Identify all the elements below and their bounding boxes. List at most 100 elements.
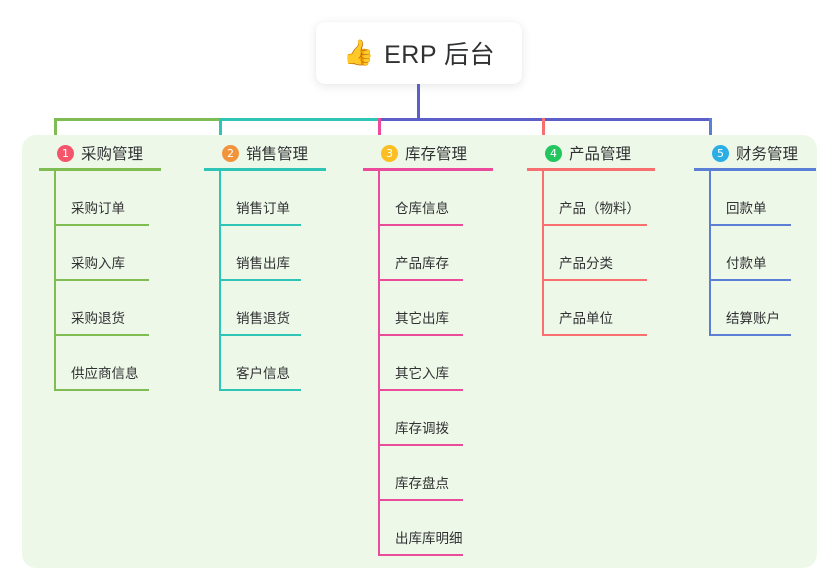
module-title: 产品管理 xyxy=(569,146,632,163)
module-item[interactable]: 采购入库 xyxy=(39,226,187,281)
module-item-rule xyxy=(54,224,149,226)
module-item-label: 库存调拨 xyxy=(395,421,449,436)
module-column-3: 3 库存管理仓库信息产品库存其它出库其它入库库存调拨库存盘点出库库明细 xyxy=(363,135,511,556)
module-item[interactable]: 其它入库 xyxy=(363,336,511,391)
module-header-3[interactable]: 3 库存管理 xyxy=(363,135,511,171)
module-item-rule xyxy=(378,554,463,556)
module-item-label: 销售订单 xyxy=(236,201,290,216)
bus-segment-3 xyxy=(378,118,712,121)
module-item[interactable]: 其它出库 xyxy=(363,281,511,336)
module-item[interactable]: 采购退货 xyxy=(39,281,187,336)
module-item[interactable]: 采购订单 xyxy=(39,171,187,226)
module-header-rule xyxy=(527,168,655,171)
module-title: 采购管理 xyxy=(81,146,144,163)
module-item[interactable]: 产品分类 xyxy=(527,226,675,281)
branch-drop-4 xyxy=(542,118,545,143)
module-item-rule xyxy=(542,279,647,281)
module-number-badge: 4 xyxy=(545,144,562,162)
module-header-rule xyxy=(363,168,493,171)
module-item-rule xyxy=(378,389,463,391)
module-number-badge: 3 xyxy=(381,144,398,162)
module-trunk-line xyxy=(378,171,380,556)
module-item[interactable]: 销售出库 xyxy=(204,226,352,281)
module-item-list: 采购订单采购入库采购退货供应商信息 xyxy=(39,171,187,391)
module-item-rule xyxy=(542,224,647,226)
module-item-rule xyxy=(709,224,791,226)
module-item-rule xyxy=(54,279,149,281)
branch-drop-3 xyxy=(378,118,381,143)
module-item[interactable]: 库存调拨 xyxy=(363,391,511,446)
module-item-rule xyxy=(219,279,301,281)
module-title: 财务管理 xyxy=(736,146,799,163)
module-item-rule xyxy=(542,334,647,336)
module-item-rule xyxy=(54,389,149,391)
module-header-2[interactable]: 2 销售管理 xyxy=(204,135,352,171)
module-item[interactable]: 销售退货 xyxy=(204,281,352,336)
module-item-list: 产品（物料） 产品分类产品单位 xyxy=(527,171,675,336)
module-item-label: 其它出库 xyxy=(395,311,449,326)
module-item-label: 回款单 xyxy=(726,201,767,216)
module-number-badge: 2 xyxy=(222,144,239,162)
module-item[interactable]: 销售订单 xyxy=(204,171,352,226)
module-header-rule xyxy=(204,168,326,171)
module-item-label: 产品库存 xyxy=(395,256,449,271)
module-item[interactable]: 产品（物料） xyxy=(527,171,675,226)
module-item-label: 采购退货 xyxy=(71,311,125,326)
module-title: 销售管理 xyxy=(246,146,309,163)
module-item[interactable]: 出库库明细 xyxy=(363,501,511,556)
module-item-label: 其它入库 xyxy=(395,366,449,381)
module-item-rule xyxy=(378,279,463,281)
module-column-4: 4 产品管理产品（物料） 产品分类产品单位 xyxy=(527,135,675,336)
branch-drop-5 xyxy=(709,118,712,143)
module-item[interactable]: 结算账户 xyxy=(694,281,839,336)
module-item[interactable]: 付款单 xyxy=(694,226,839,281)
bus-segment-1 xyxy=(54,118,219,121)
module-item-rule xyxy=(219,389,301,391)
module-item-list: 回款单付款单结算账户 xyxy=(694,171,839,336)
module-item-label: 产品（物料） xyxy=(559,201,640,216)
module-header-rule xyxy=(694,168,816,171)
module-item-label: 供应商信息 xyxy=(71,366,139,381)
module-item[interactable]: 产品单位 xyxy=(527,281,675,336)
module-item-list: 销售订单销售出库销售退货客户信息 xyxy=(204,171,352,391)
root-node-label: ERP 后台 xyxy=(384,41,496,69)
branch-drop-2 xyxy=(219,118,222,143)
module-item-rule xyxy=(54,334,149,336)
branch-drop-1 xyxy=(54,118,57,143)
thumbs-up-icon: 👍 xyxy=(342,38,375,67)
module-item-label: 结算账户 xyxy=(726,311,780,326)
module-item[interactable]: 客户信息 xyxy=(204,336,352,391)
module-item-label: 库存盘点 xyxy=(395,476,449,491)
root-node-erp-backend[interactable]: 👍 ERP 后台 xyxy=(316,22,522,84)
module-item-label: 客户信息 xyxy=(236,366,290,381)
module-title: 库存管理 xyxy=(405,146,468,163)
module-item-label: 销售出库 xyxy=(236,256,290,271)
module-item-rule xyxy=(378,334,463,336)
module-item[interactable]: 库存盘点 xyxy=(363,446,511,501)
module-item-label: 付款单 xyxy=(726,256,767,271)
module-item-rule xyxy=(378,444,463,446)
module-item[interactable]: 仓库信息 xyxy=(363,171,511,226)
module-item-list: 仓库信息产品库存其它出库其它入库库存调拨库存盘点出库库明细 xyxy=(363,171,511,556)
module-item-label: 仓库信息 xyxy=(395,201,449,216)
module-item-rule xyxy=(709,334,791,336)
module-item-rule xyxy=(378,224,463,226)
module-item-label: 采购订单 xyxy=(71,201,125,216)
module-item[interactable]: 供应商信息 xyxy=(39,336,187,391)
module-trunk-line xyxy=(542,171,544,336)
module-item[interactable]: 回款单 xyxy=(694,171,839,226)
module-item-label: 出库库明细 xyxy=(395,531,463,546)
module-item-label: 销售退货 xyxy=(236,311,290,326)
module-item-rule xyxy=(219,334,301,336)
module-item[interactable]: 产品库存 xyxy=(363,226,511,281)
module-item-label: 产品分类 xyxy=(559,256,613,271)
module-trunk-line xyxy=(54,171,56,391)
module-header-rule xyxy=(39,168,161,171)
module-column-2: 2 销售管理销售订单销售出库销售退货客户信息 xyxy=(204,135,352,391)
module-header-4[interactable]: 4 产品管理 xyxy=(527,135,675,171)
